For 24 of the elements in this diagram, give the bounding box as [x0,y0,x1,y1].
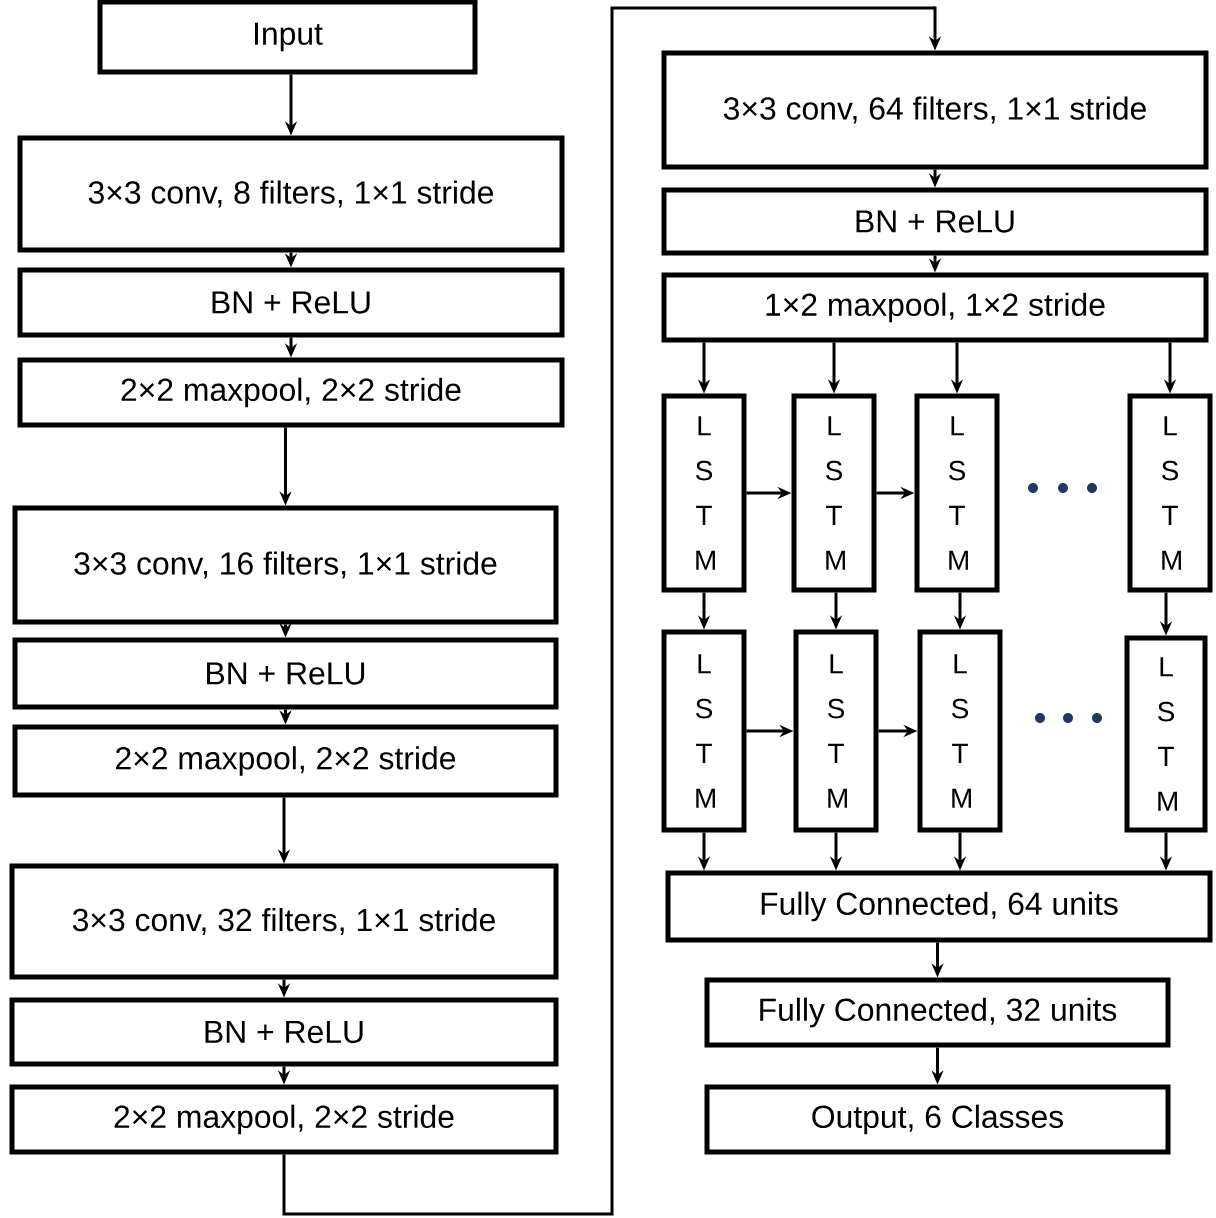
process-box: Input [97,0,478,75]
lstm-box: L S T M [661,393,747,593]
process-box: 3×3 conv, 16 filters, 1×1 stride [12,505,559,625]
process-box: 3×3 conv, 32 filters, 1×1 stride [9,863,559,980]
process-box: BN + ReLU [17,267,565,338]
process-box: 3×3 conv, 8 filters, 1×1 stride [17,135,565,253]
process-box: Fully Connected, 64 units [665,870,1213,943]
lstm-box: L S T M [661,629,747,833]
process-box: 3×3 conv, 64 filters, 1×1 stride [661,50,1209,170]
process-box: Output, 6 Classes [704,1084,1171,1155]
process-box: 2×2 maxpool, 2×2 stride [9,1084,559,1155]
process-box: BN + ReLU [12,637,559,710]
lstm-box: L S T M [1124,635,1208,833]
process-box: 2×2 maxpool, 2×2 stride [12,724,559,798]
lstm-box: L S T M [791,393,877,593]
process-box: BN + ReLU [9,997,559,1067]
process-box: 2×2 maxpool, 2×2 stride [17,357,565,428]
lstm-box: L S T M [914,393,1000,593]
lstm-box: L S T M [1127,393,1213,593]
process-box: Fully Connected, 32 units [704,977,1171,1048]
process-box: BN + ReLU [661,187,1209,256]
lstm-box: L S T M [917,629,1003,833]
process-box: 1×2 maxpool, 1×2 stride [661,272,1209,343]
lstm-box: L S T M [793,629,879,833]
